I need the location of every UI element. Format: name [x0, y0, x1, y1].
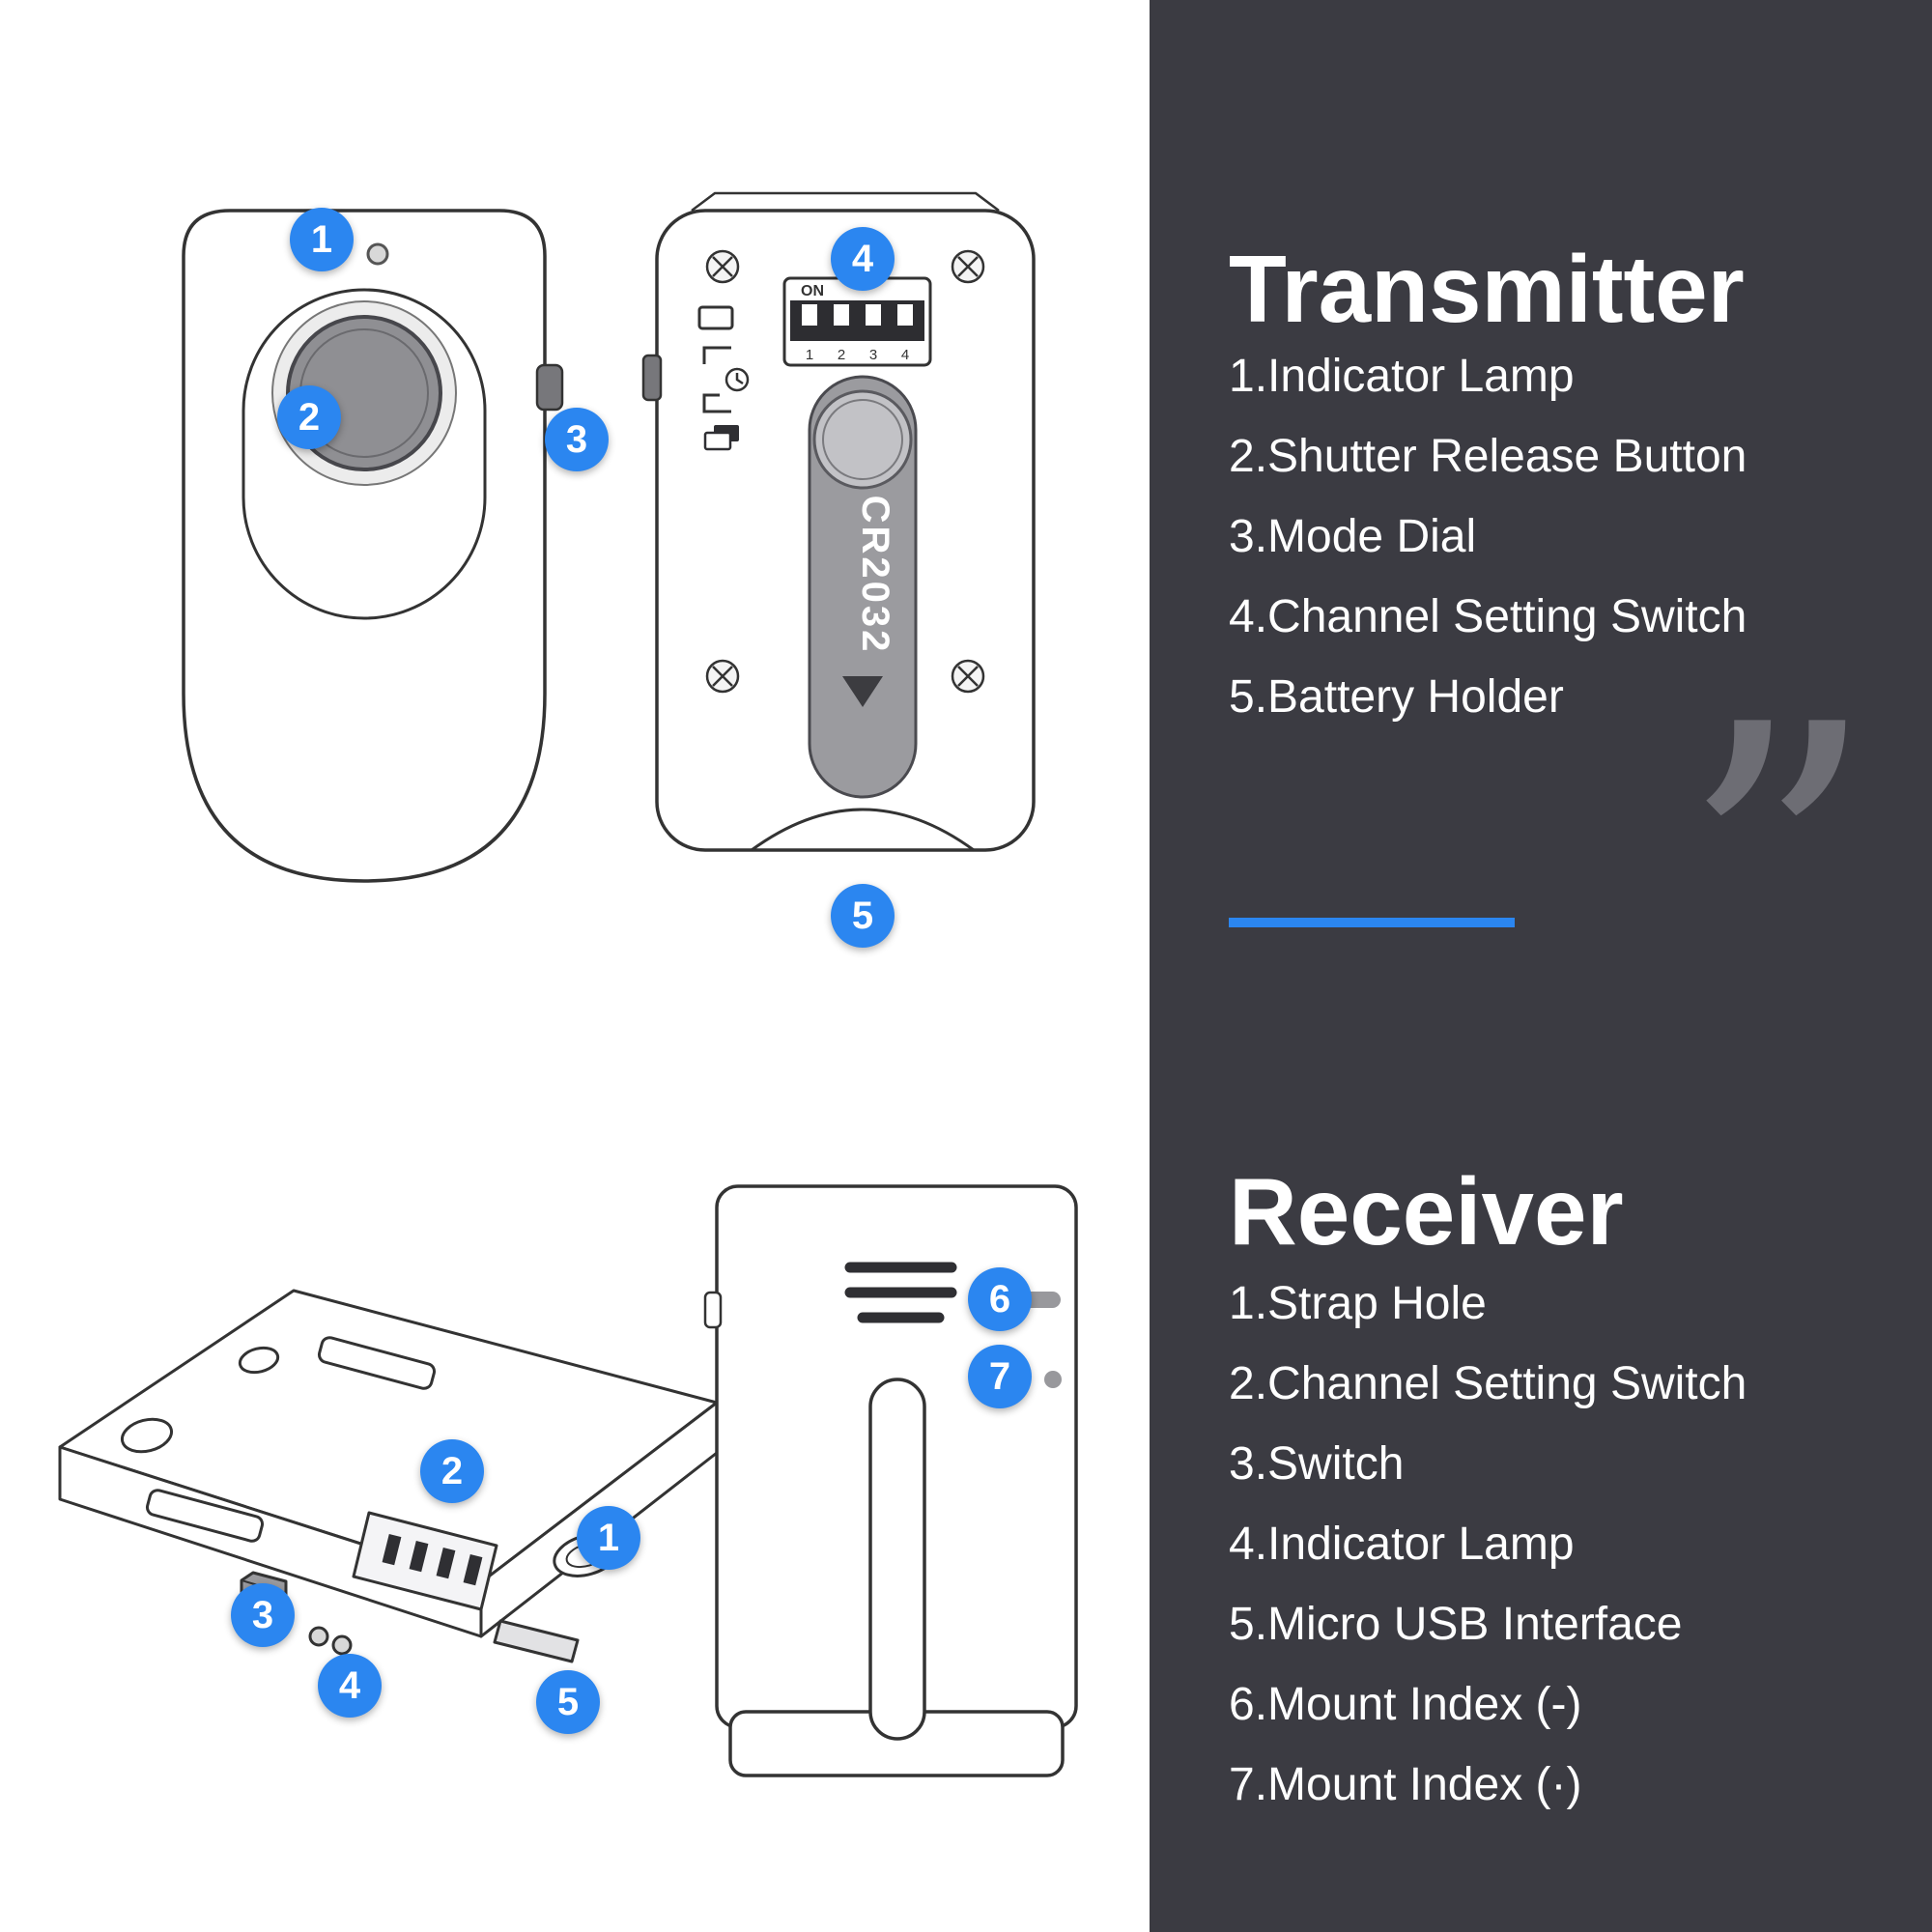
receiver-side-tab — [703, 1291, 723, 1329]
micro-usb-port — [493, 1619, 580, 1663]
dip-number-4: 4 — [901, 347, 909, 363]
dip-number-2: 2 — [838, 347, 845, 363]
transmitter-top-edge — [691, 191, 1000, 212]
mount-index-dot — [1044, 1371, 1062, 1388]
callout-receiver-6-mount-index-dash: 6 — [968, 1267, 1032, 1331]
button-recess-ring — [242, 288, 487, 620]
battery-label: CR2032 — [854, 496, 896, 655]
list-item: 4.Indicator Lamp — [1229, 1519, 1575, 1570]
dip-number-3: 3 — [869, 347, 877, 363]
receiver-indicator-lamp — [308, 1626, 329, 1647]
receiver-top-drawing — [58, 1289, 719, 1663]
transmitter-back-drawing: ON 1 2 3 4 CR2032 — [641, 191, 1036, 852]
transmitter-title: Transmitter — [1229, 235, 1745, 342]
dip-slider-3 — [866, 304, 881, 326]
timer-clock-icon — [724, 367, 750, 392]
callout-receiver-5-micro-usb: 5 — [536, 1670, 600, 1734]
mode-dial-tab — [535, 363, 564, 412]
mode-icons — [697, 305, 750, 451]
callout-receiver-1-strap-hole: 1 — [577, 1506, 640, 1570]
list-item: 2.Channel Setting Switch — [1229, 1358, 1747, 1409]
callout-receiver-3-switch: 3 — [231, 1583, 295, 1647]
callout-transmitter-3-mode-dial: 3 — [545, 408, 609, 471]
callout-receiver-4-indicator-lamp: 4 — [318, 1654, 382, 1718]
dip-slider-1 — [802, 304, 817, 326]
device-diagram: ON 1 2 3 4 CR2032 — [58, 191, 1078, 1777]
accent-divider — [1229, 918, 1515, 927]
dip-number-1: 1 — [806, 347, 813, 363]
quote-mark-decoration: ” — [1679, 644, 1877, 1094]
receiver-title: Receiver — [1229, 1157, 1624, 1264]
burst-icon-front — [703, 431, 732, 451]
mode-dial-tab-back — [641, 354, 663, 402]
dip-slider-2 — [834, 304, 849, 326]
receiver-front-screw — [331, 1634, 353, 1656]
callout-transmitter-4-channel-switch: 4 — [831, 227, 895, 291]
mount-slot-2 — [145, 1489, 265, 1543]
mount-slot — [317, 1336, 437, 1390]
callout-transmitter-1-indicator-lamp: 1 — [290, 208, 354, 271]
mount-hole-2 — [238, 1346, 280, 1375]
list-item: 4.Channel Setting Switch — [1229, 591, 1747, 642]
bracket-icon-2 — [702, 393, 731, 413]
receiver-dip-sliders — [382, 1533, 483, 1586]
bottom-notch — [751, 808, 975, 852]
dip-slider-4 — [897, 304, 913, 326]
callout-transmitter-2-shutter-button: 2 — [277, 385, 341, 449]
callout-transmitter-5-battery-holder: 5 — [831, 884, 895, 948]
bracket-icon — [702, 346, 731, 364]
single-shot-icon — [697, 305, 734, 330]
info-panel — [1150, 0, 1932, 1932]
list-item: 7.Mount Index (·) — [1229, 1759, 1582, 1810]
list-item: 1.Strap Hole — [1229, 1278, 1487, 1329]
list-item: 6.Mount Index (-) — [1229, 1679, 1582, 1730]
screw-icons — [705, 249, 985, 694]
callout-receiver-7-mount-index-dot: 7 — [968, 1345, 1032, 1408]
battery-holder: CR2032 — [808, 375, 918, 799]
battery-circle — [812, 389, 913, 490]
list-item: 5.Micro USB Interface — [1229, 1599, 1683, 1650]
list-item: 2.Shutter Release Button — [1229, 431, 1747, 482]
dip-on-label: ON — [801, 283, 824, 299]
battery-arrow-icon — [842, 676, 883, 707]
callout-receiver-2-channel-switch: 2 — [420, 1439, 484, 1503]
speaker-grille — [844, 1262, 957, 1323]
transmitter-front-drawing — [182, 209, 564, 883]
list-item: 3.Switch — [1229, 1438, 1405, 1490]
transmitter-parts-list: 1.Indicator Lamp 2.Shutter Release Butto… — [1229, 336, 1747, 737]
mount-hole — [120, 1417, 174, 1454]
channel-setting-switch: ON 1 2 3 4 — [782, 276, 932, 367]
list-item: 1.Indicator Lamp — [1229, 351, 1575, 402]
indicator-lamp-dot — [366, 242, 389, 266]
list-item: 3.Mode Dial — [1229, 511, 1477, 562]
receiver-mount-clip — [868, 1378, 926, 1741]
list-item: 5.Battery Holder — [1229, 671, 1564, 723]
receiver-parts-list: 1.Strap Hole 2.Channel Setting Switch 3.… — [1229, 1264, 1747, 1825]
